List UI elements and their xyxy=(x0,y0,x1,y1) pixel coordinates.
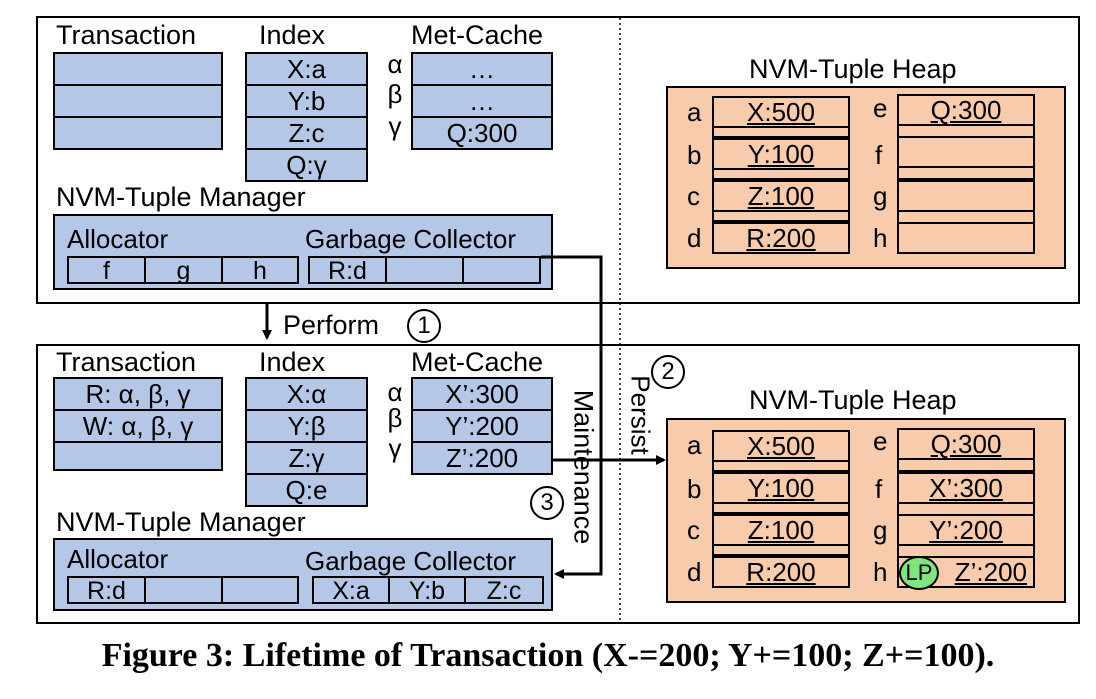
bottom-allocator-title: Allocator xyxy=(67,544,169,574)
top-heap-tuple: X:500 xyxy=(712,96,850,128)
lp-badge: LP xyxy=(899,556,939,590)
maintenance-arrow xyxy=(541,255,603,579)
top-heap-addr: c xyxy=(687,181,700,211)
top-heap-addr: g xyxy=(873,181,888,211)
step-2-circle: 2 xyxy=(651,355,685,389)
bottom-heap-tuple-gap xyxy=(712,502,850,514)
step-3-circle: 3 xyxy=(530,486,564,520)
top-heap-addr: e xyxy=(873,93,888,123)
top-heap-title: NVM-Tuple Heap xyxy=(749,54,957,84)
bottom-allocator-slot: R:d xyxy=(69,578,146,604)
top-heap-tuple: R:200 xyxy=(712,222,850,254)
bottom-allocator-slots xyxy=(67,576,299,604)
bottom-heap-addr: b xyxy=(687,474,702,504)
figure-caption: Figure 3: Lifetime of Transaction (X-=20… xyxy=(101,637,995,674)
bottom-gc-slot: Y:b xyxy=(390,578,466,604)
bottom-index-cell: Q:e xyxy=(245,473,368,507)
bottom-heap-tuple-gap xyxy=(712,460,850,472)
bottom-heap-addr: e xyxy=(873,426,888,456)
bottom-heap-tuple: Q:300 xyxy=(897,428,1035,460)
bottom-heap-tuple-gap xyxy=(712,544,850,556)
bottom-heap-tuple: Y:100 xyxy=(712,472,850,504)
bottom-gc-slots xyxy=(312,576,544,604)
bottom-metcache-cell: X’:300 xyxy=(411,377,553,411)
top-heap-addr: h xyxy=(873,223,888,253)
top-gc-title: Garbage Collector xyxy=(305,224,516,254)
top-heap-tuple: Z:100 xyxy=(712,180,850,212)
top-index-cell: Y:b xyxy=(245,84,368,118)
top-greek-label: γ xyxy=(388,111,402,141)
top-allocator-slot: f xyxy=(69,258,146,284)
bottom-heap-addr: c xyxy=(687,515,700,545)
bottom-heap-tuple: R:200 xyxy=(712,556,850,588)
maintenance-label: Maintenance xyxy=(568,389,599,545)
bottom-gc-slot: X:a xyxy=(314,578,390,604)
top-heap-tuple-gap xyxy=(712,126,850,138)
bottom-transaction-row: W: α, β, γ xyxy=(53,409,223,443)
top-allocator-slot: g xyxy=(146,258,223,284)
top-heap-tuple-gap xyxy=(897,166,1035,180)
perform-label: Perform xyxy=(283,310,380,340)
bottom-heap-title: NVM-Tuple Heap xyxy=(749,385,957,415)
top-transaction-title: Transaction xyxy=(56,20,197,50)
bottom-heap-addr: h xyxy=(873,557,888,587)
bottom-greek-label: β xyxy=(387,403,403,433)
step-1-circle: 1 xyxy=(407,309,441,343)
top-heap-addr: b xyxy=(687,140,702,170)
top-gc-slot xyxy=(387,258,464,284)
bottom-gc-slot: Z:c xyxy=(486,576,522,605)
bottom-heap-addr: d xyxy=(687,557,702,587)
top-gc-slots xyxy=(308,256,541,284)
top-manager-title: NVM-Tuple Manager xyxy=(56,182,306,212)
bottom-heap-tuple-gap xyxy=(897,458,1035,472)
bottom-manager-box xyxy=(53,538,553,611)
top-allocator-slots xyxy=(67,256,299,284)
top-metcache-cell: Q:300 xyxy=(411,116,553,150)
bottom-allocator-slot xyxy=(146,578,223,604)
top-heap-addr: d xyxy=(687,223,702,253)
bottom-metcache-title: Met-Cache xyxy=(411,347,544,377)
bottom-gc-title: Garbage Collector xyxy=(305,546,516,576)
top-heap-addr: a xyxy=(687,97,702,127)
bottom-index-title: Index xyxy=(259,347,326,377)
bottom-heap-addr: g xyxy=(873,515,888,545)
bottom-manager-title: NVM-Tuple Manager xyxy=(56,507,306,537)
bottom-index-cell: X:α xyxy=(245,377,368,411)
top-heap-tuple xyxy=(897,222,1035,254)
top-heap-tuple-gap xyxy=(712,210,850,222)
bottom-heap-addr: a xyxy=(687,430,702,460)
top-allocator-slot: h xyxy=(253,256,267,285)
bottom-greek-label: γ xyxy=(388,433,402,463)
bottom-heap-addr: f xyxy=(875,474,883,504)
top-metcache-cell: … xyxy=(411,84,553,118)
bottom-transaction-title: Transaction xyxy=(56,347,197,377)
bottom-transaction-row xyxy=(53,441,223,471)
top-heap-tuple-gap xyxy=(712,168,850,180)
bottom-index-cell: Z:γ xyxy=(245,441,368,475)
top-index-cell: Z:c xyxy=(245,116,368,150)
top-transaction-row xyxy=(53,84,223,118)
top-heap-addr: f xyxy=(875,140,883,170)
top-gc-slot: R:d xyxy=(310,258,387,284)
bottom-greek-label: α xyxy=(387,377,403,407)
top-index-cell: X:a xyxy=(245,52,368,86)
bottom-heap-tuple: Z:100 xyxy=(712,514,850,546)
top-metcache-title: Met-Cache xyxy=(411,20,544,50)
top-index-cell: Q:γ xyxy=(245,148,368,182)
top-heap-tuple xyxy=(897,136,1035,168)
top-manager-box xyxy=(53,214,553,290)
top-greek-label: α xyxy=(387,49,403,79)
top-transaction-row xyxy=(53,116,223,150)
top-allocator-title: Allocator xyxy=(67,224,169,254)
persist-label: Persist xyxy=(625,375,656,455)
top-index-title: Index xyxy=(259,20,326,50)
bottom-metcache-cell: Z’:200 xyxy=(411,441,553,475)
bottom-metcache-cell: Y’:200 xyxy=(411,409,553,443)
top-greek-label: β xyxy=(387,79,403,109)
